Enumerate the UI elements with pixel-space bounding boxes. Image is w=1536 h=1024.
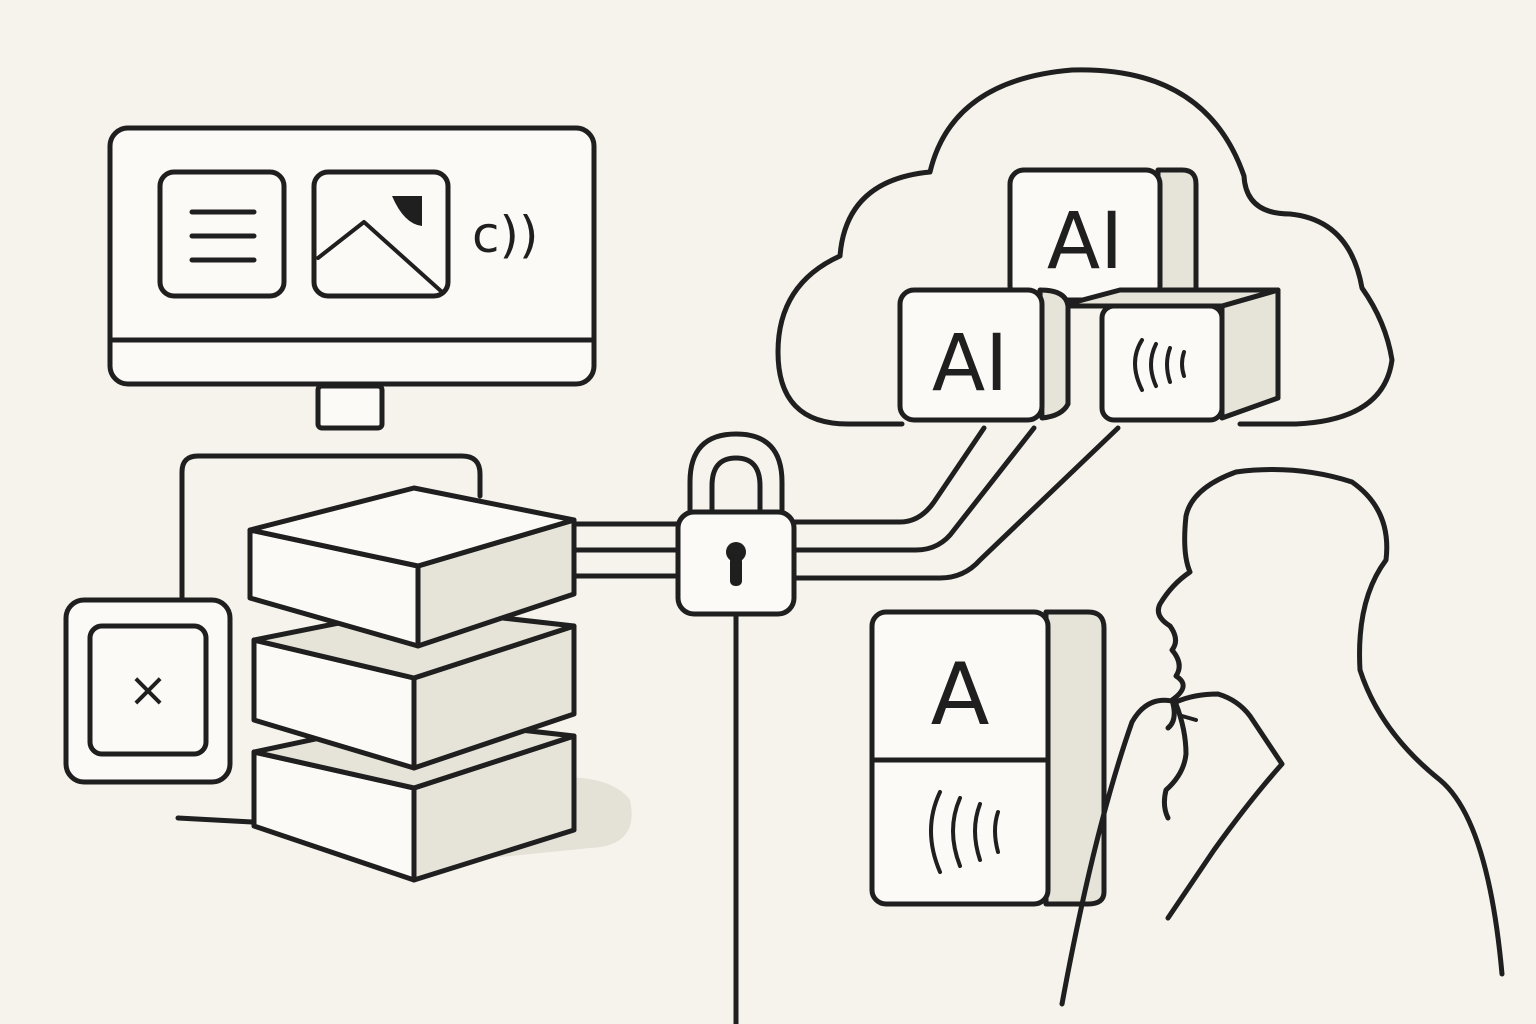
svg-text:AI: AI (1047, 197, 1123, 287)
close-icon: × (128, 662, 168, 718)
speaker-icon (1133, 338, 1186, 392)
svg-text:×: × (128, 662, 168, 718)
padlock-icon (675, 431, 797, 617)
svg-text:A: A (931, 645, 990, 745)
database-icon (247, 485, 632, 883)
ai-tile-top: AI (1007, 167, 1199, 303)
sound-icon: c)) (472, 206, 539, 264)
person-icon (1059, 467, 1505, 1007)
document-icon (157, 169, 287, 299)
image-icon (311, 169, 451, 299)
svg-text:AI: AI (932, 319, 1008, 409)
cloud-icon (775, 67, 1395, 427)
close-panel: × (63, 597, 233, 785)
ai-tile-left: AI (897, 287, 1071, 423)
speaker-icon (929, 790, 1000, 874)
svg-text:c)): c)) (472, 206, 539, 264)
monitor-icon: c)) (107, 125, 597, 431)
device-tile: A (869, 609, 1107, 907)
speaker-tile-cloud (1057, 287, 1281, 423)
